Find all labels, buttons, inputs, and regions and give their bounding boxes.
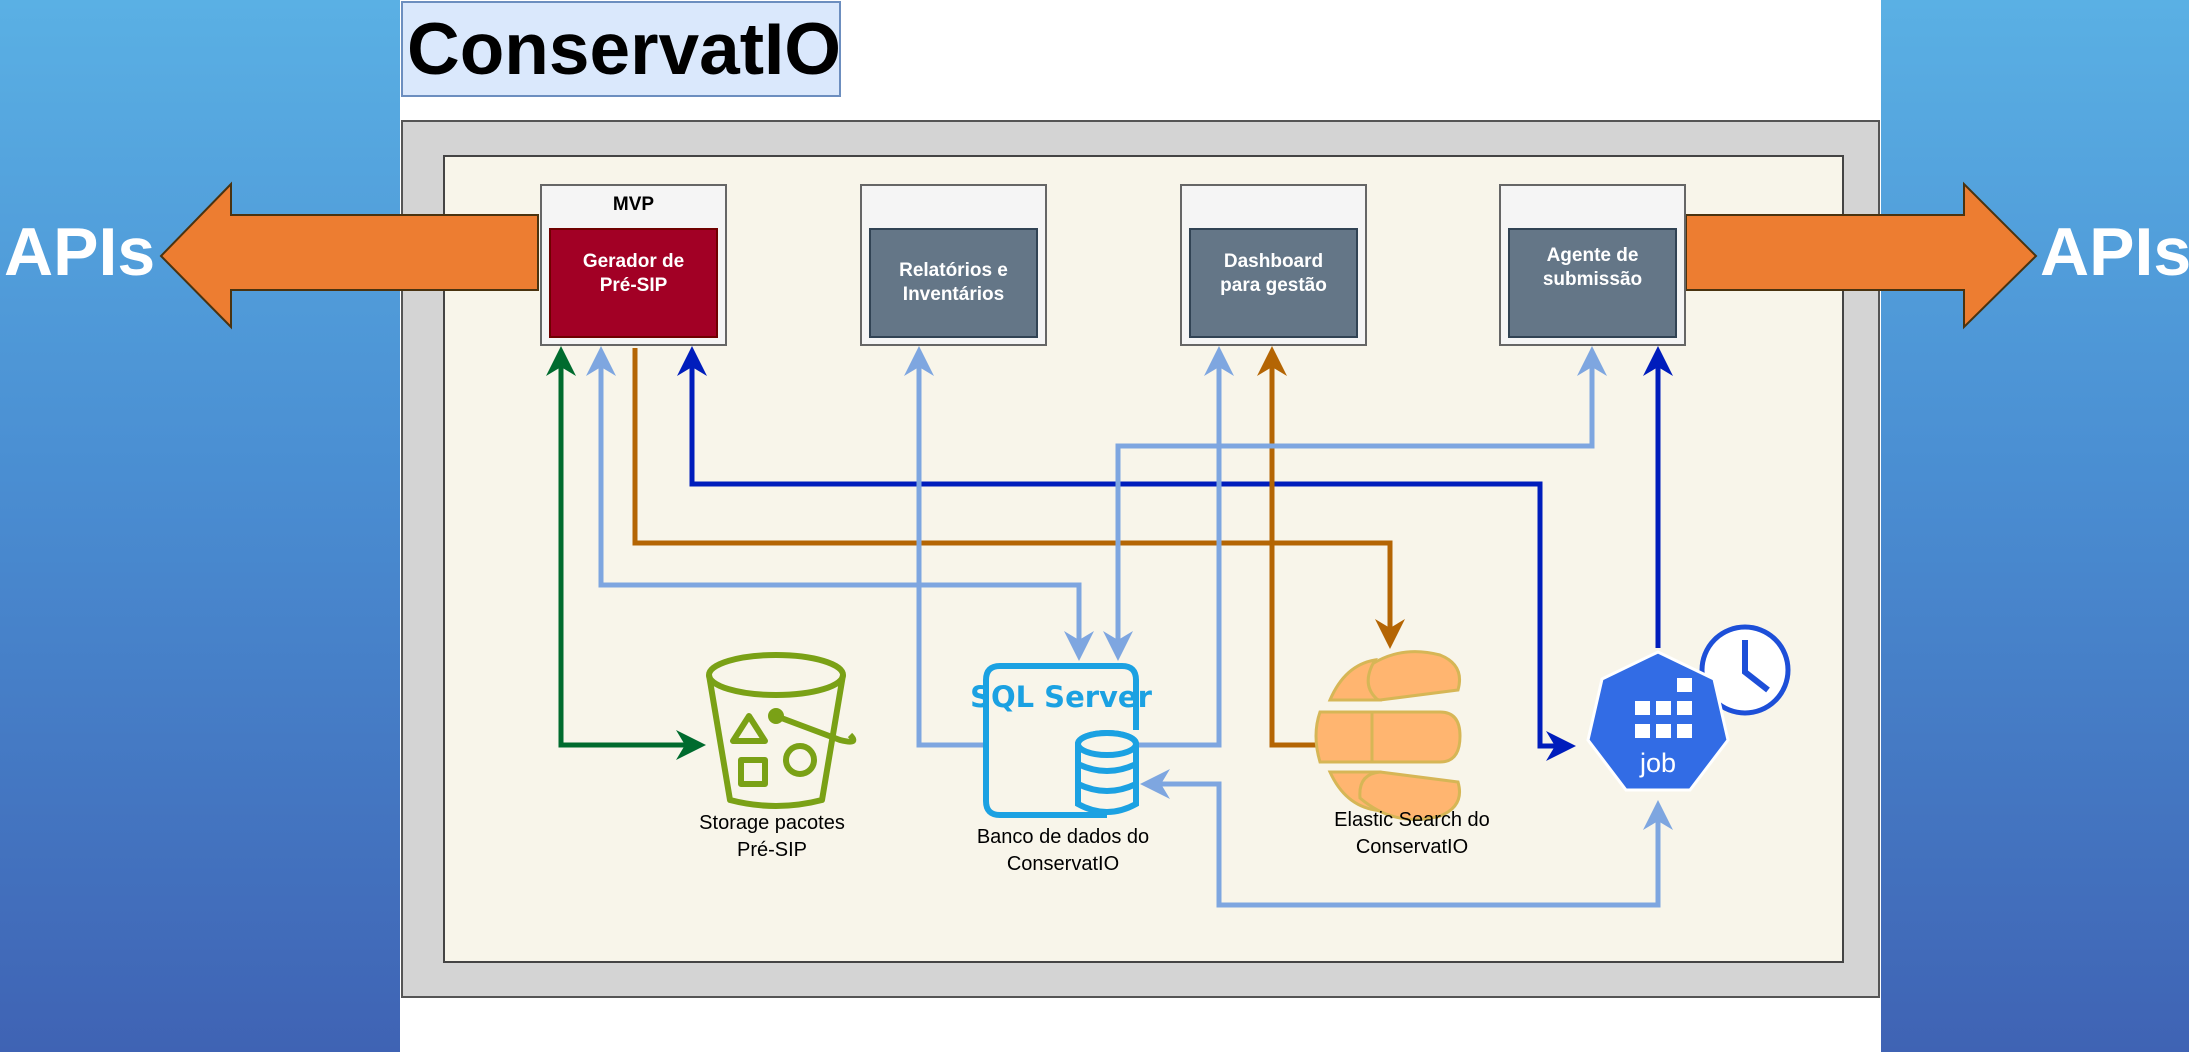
connector-relatorios-sql xyxy=(904,346,984,748)
component-dashboard: Dashboard para gestão xyxy=(1180,184,1367,346)
sql-server-logo-text: SQL Server xyxy=(970,680,1153,714)
relatorios-line1: Relatórios e xyxy=(899,260,1008,281)
dashboard-line1: Dashboard xyxy=(1223,251,1324,272)
apis-label-right: APIs xyxy=(2040,214,2189,290)
elastic-caption-line2: ConservatIO xyxy=(1355,836,1469,858)
component-relatorios: Relatórios e Inventários xyxy=(860,184,1047,346)
storage-caption-line1: Storage pacotes xyxy=(699,812,845,834)
database-caption-line2: ConservatIO xyxy=(1006,853,1120,875)
job-icon: job xyxy=(1586,624,1791,792)
api-arrow-right xyxy=(1685,181,2038,330)
component-body-relatorios: Relatórios e Inventários xyxy=(869,228,1038,338)
elastic-caption-line1: Elastic Search do xyxy=(1334,809,1490,831)
gerador-line1: Gerador de xyxy=(582,251,685,272)
job-label: job xyxy=(1639,748,1676,778)
connector-sql-job xyxy=(1140,769,1673,908)
storage-caption-line2: Pré-SIP xyxy=(736,839,808,861)
elastic-search-icon xyxy=(1314,650,1462,821)
connector-gerador-storage xyxy=(546,346,706,760)
database-caption: Banco de dados do ConservatIO xyxy=(933,824,1193,878)
connector-dashboard-elastic xyxy=(1257,346,1320,748)
clock-icon xyxy=(1742,640,1770,693)
component-header-mvp: MVP xyxy=(612,194,655,215)
elastic-caption: Elastic Search do ConservatIO xyxy=(1282,807,1542,861)
right-background xyxy=(1881,0,2189,1052)
component-agente: Agente de submissão xyxy=(1499,184,1686,346)
connector-agente-sql xyxy=(1103,346,1607,661)
database-caption-line1: Banco de dados do xyxy=(976,826,1150,848)
api-arrow-left xyxy=(159,181,539,330)
component-body-dashboard: Dashboard para gestão xyxy=(1189,228,1358,338)
sql-server-icon: SQL Server xyxy=(970,663,1153,818)
component-gerador: MVP Gerador de Pré-SIP xyxy=(540,184,727,346)
agente-line2: submissão xyxy=(1542,269,1643,290)
bucket-icon xyxy=(706,652,857,809)
relatorios-line2: Inventários xyxy=(902,284,1005,305)
connector-gerador-sql xyxy=(586,346,1094,661)
left-background xyxy=(0,0,400,1052)
storage-caption: Storage pacotes Pré-SIP xyxy=(642,810,902,864)
component-body-agente: Agente de submissão xyxy=(1508,228,1677,338)
component-body-gerador: Gerador de Pré-SIP xyxy=(549,228,718,338)
connector-gerador-elastic xyxy=(632,348,1405,649)
dashboard-line2: para gestão xyxy=(1220,275,1327,296)
apis-label-left: APIs xyxy=(4,214,156,290)
page-title: ConservatIO xyxy=(401,1,841,97)
agente-line1: Agente de xyxy=(1546,245,1639,266)
gerador-line2: Pré-SIP xyxy=(599,275,668,296)
